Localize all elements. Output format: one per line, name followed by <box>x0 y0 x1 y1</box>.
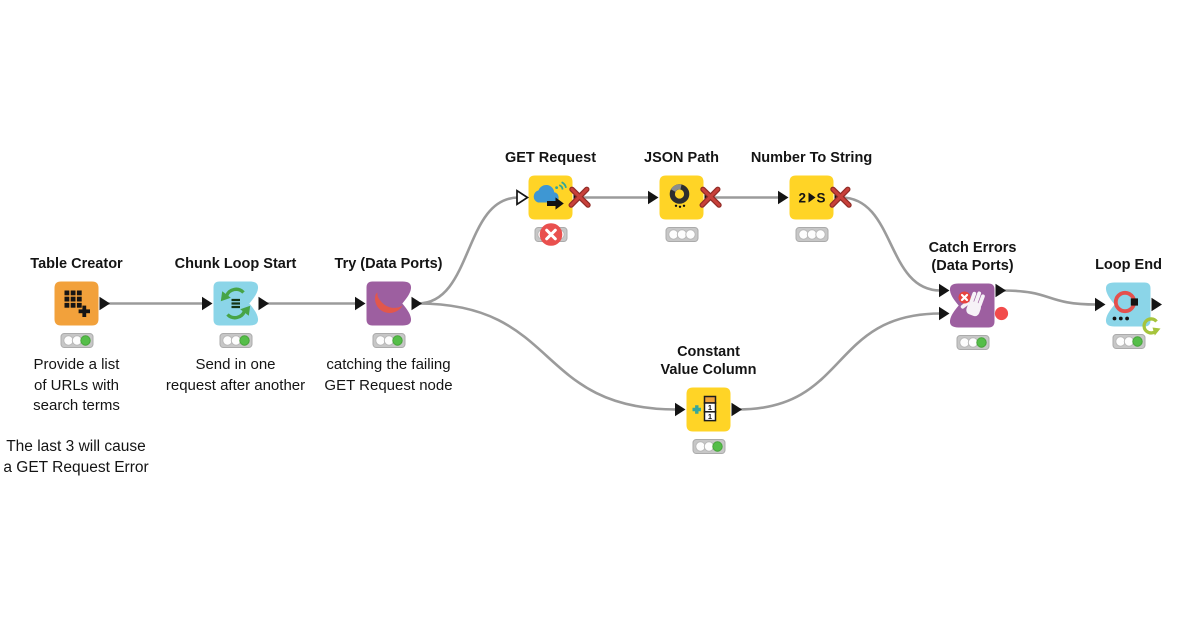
node-body[interactable] <box>355 281 422 326</box>
node-json-path: JSON Path <box>644 150 722 242</box>
json-ring-icon <box>669 184 690 208</box>
error-status-icon <box>539 223 562 246</box>
node-try-data-ports: Try (Data Ports) catching the failing GET… <box>324 256 452 394</box>
connection-wire[interactable] <box>416 196 520 305</box>
catch-hand-icon <box>958 291 985 317</box>
node-body[interactable] <box>54 281 110 326</box>
svg-text:S: S <box>817 191 826 206</box>
node-label[interactable]: Try (Data Ports) <box>334 255 443 272</box>
node-label[interactable]: Constant Value Column <box>660 344 757 378</box>
output-port[interactable] <box>411 296 423 311</box>
node-body[interactable] <box>516 175 591 220</box>
loop-reset-badge-icon <box>1142 317 1161 336</box>
node-label[interactable]: Chunk Loop Start <box>174 255 297 272</box>
error-port-dot[interactable] <box>994 306 1009 321</box>
input-port[interactable] <box>516 189 530 206</box>
node-comment[interactable]: catching the failing GET Request node <box>324 356 453 394</box>
input-port[interactable] <box>939 283 950 298</box>
input-port[interactable] <box>778 190 789 205</box>
input-port[interactable] <box>675 402 686 417</box>
node-label[interactable]: Table Creator <box>30 255 123 272</box>
node-label[interactable]: JSON Path <box>644 149 719 166</box>
traffic-light <box>956 335 989 350</box>
plus-column-icon: 11 <box>692 395 717 422</box>
svg-text:1: 1 <box>708 403 712 412</box>
traffic-light <box>534 223 567 246</box>
node-loop-end: Loop End <box>1095 257 1162 349</box>
workflow-annotation[interactable]: The last 3 will cause a GET Request Erro… <box>3 438 149 476</box>
traffic-light <box>795 227 828 242</box>
node-body[interactable] <box>939 283 1009 328</box>
output-port[interactable] <box>1151 297 1163 312</box>
inactive-port-x-icon <box>829 186 852 208</box>
output-port[interactable] <box>731 402 743 417</box>
output-port[interactable] <box>258 296 270 311</box>
input-port[interactable] <box>1095 297 1106 312</box>
node-body[interactable]: 11 <box>675 387 742 432</box>
inactive-port-x-icon <box>568 186 591 208</box>
try-crescent-icon <box>375 292 403 313</box>
svg-text:2: 2 <box>799 191 807 206</box>
traffic-light <box>1112 334 1145 349</box>
node-catch-errors-data-ports: Catch Errors (Data Ports) <box>929 240 1016 350</box>
chunk-loop-icon <box>220 287 251 320</box>
inactive-port-x-icon <box>699 186 722 208</box>
node-get-request: GET Request <box>505 150 596 246</box>
connection-wire[interactable] <box>736 312 942 411</box>
connection-wire[interactable] <box>1000 289 1098 306</box>
loop-end-icon <box>1112 290 1161 336</box>
input-port[interactable] <box>355 296 366 311</box>
input-port[interactable] <box>939 306 950 321</box>
input-port[interactable] <box>648 190 659 205</box>
connection-wire[interactable] <box>839 196 942 292</box>
input-port[interactable] <box>202 296 213 311</box>
traffic-light <box>665 227 698 242</box>
output-port[interactable] <box>995 283 1007 298</box>
node-label[interactable]: Number To String <box>750 149 873 166</box>
traffic-light <box>372 333 405 348</box>
get-request-cloud-icon <box>533 181 567 210</box>
node-body[interactable] <box>202 281 269 326</box>
node-comment[interactable]: Send in one request after another <box>165 356 306 394</box>
node-body[interactable] <box>1095 282 1162 336</box>
connection-wire[interactable] <box>416 302 678 411</box>
node-body[interactable] <box>648 175 722 220</box>
node-comment[interactable]: Provide a list of URLs with search terms <box>33 356 120 414</box>
traffic-light <box>60 333 93 348</box>
node-label[interactable]: GET Request <box>504 149 597 166</box>
traffic-light <box>692 439 725 454</box>
traffic-light <box>219 333 252 348</box>
node-label[interactable]: Catch Errors (Data Ports) <box>928 240 1017 274</box>
output-port[interactable] <box>99 296 111 311</box>
table-grid-plus-icon <box>64 290 90 317</box>
node-label[interactable]: Loop End <box>1095 256 1162 273</box>
svg-text:1: 1 <box>708 412 712 421</box>
